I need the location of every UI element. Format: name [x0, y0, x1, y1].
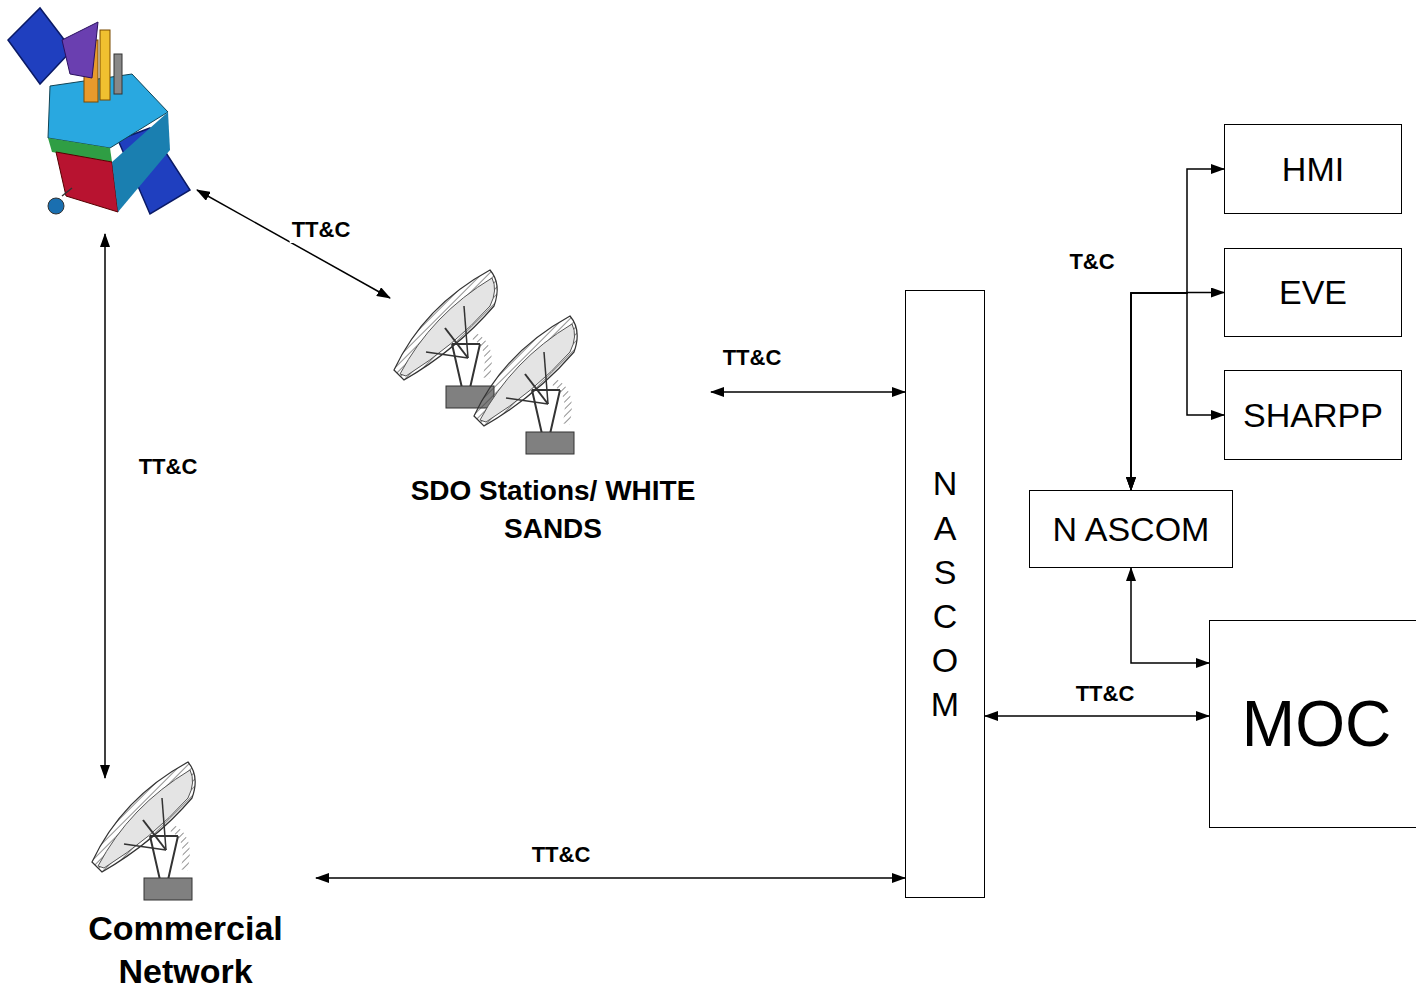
- ground-station: SDO Stations/ WHITE SANDS: [395, 268, 711, 548]
- connector-line: [711, 391, 905, 393]
- vertical-label: NASCOM: [928, 461, 962, 726]
- node-label: SDO Stations/ WHITE SANDS: [395, 472, 711, 548]
- link-line: [104, 234, 106, 778]
- link-label: TT&C: [137, 454, 200, 480]
- node-label: EVE: [1279, 272, 1347, 313]
- connector-line: [316, 877, 905, 879]
- node-label: N ASCOM: [1053, 509, 1210, 550]
- connector-line: [1131, 293, 1224, 491]
- antenna-dish: [394, 270, 497, 408]
- node-label: SHARPP: [1243, 395, 1383, 436]
- instrument-box: EVE: [1224, 248, 1402, 337]
- connector-line: [1131, 169, 1224, 490]
- satellite-illustration: [8, 8, 190, 214]
- connector-line: [1131, 293, 1224, 490]
- ground-station: Commercial Network: [55, 760, 316, 992]
- link-label: TT&C: [290, 217, 353, 243]
- connector-label: TT&C: [721, 345, 784, 371]
- connector-label: TT&C: [1074, 681, 1137, 707]
- instrument-box: HMI: [1224, 124, 1402, 214]
- antenna-dish: [474, 316, 577, 454]
- connector-line: [985, 715, 1209, 717]
- antenna-dish: [92, 762, 195, 900]
- node-label: MOC: [1242, 686, 1391, 763]
- connector-line: [1131, 568, 1209, 663]
- link-line: [197, 190, 390, 298]
- node-label: HMI: [1282, 149, 1344, 190]
- connector-label: TT&C: [530, 842, 593, 868]
- node-label: Commercial Network: [55, 907, 316, 992]
- network-box: N ASCOM: [1029, 490, 1233, 568]
- network-bar: NASCOM: [905, 290, 985, 898]
- connector-label: T&C: [1067, 249, 1116, 275]
- instrument-box: SHARPP: [1224, 370, 1402, 460]
- operations-center-box: MOC: [1209, 620, 1416, 828]
